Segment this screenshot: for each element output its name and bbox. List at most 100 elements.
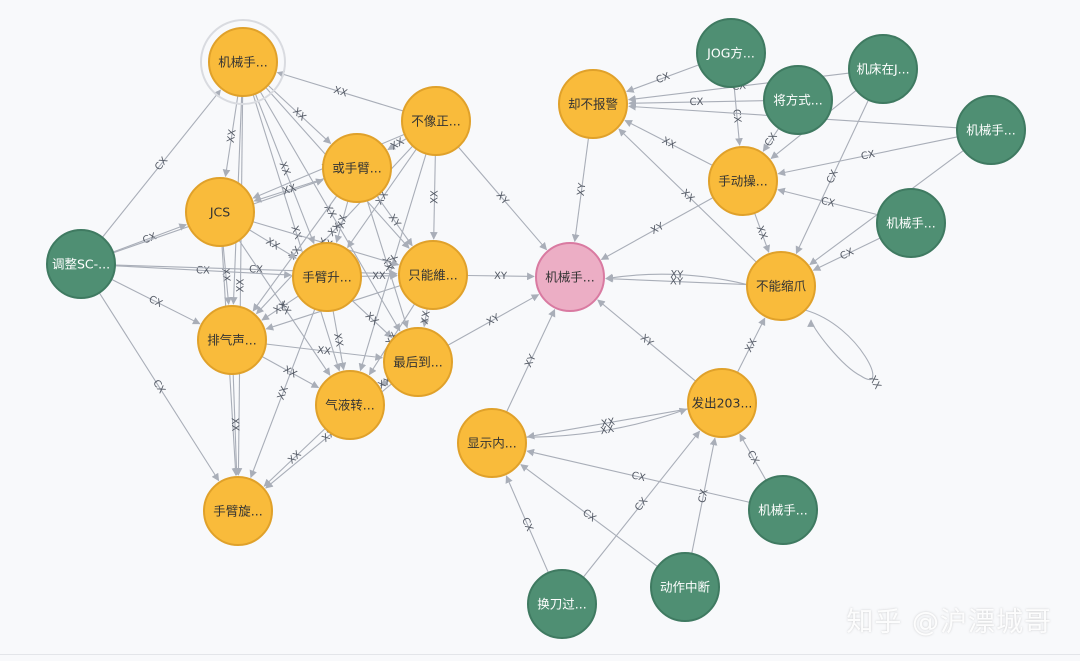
edge-bxz-hsb: XX bbox=[387, 136, 408, 153]
edge-line bbox=[347, 148, 417, 249]
node-circle[interactable] bbox=[457, 408, 527, 478]
edge-line bbox=[777, 187, 879, 216]
edge-line bbox=[334, 200, 349, 244]
edge-line bbox=[232, 373, 241, 476]
edge-jxs_b-fc203: CX bbox=[739, 433, 767, 481]
edge-label: XX bbox=[281, 364, 298, 380]
node-label: 手臂升... bbox=[302, 270, 351, 285]
edge-line bbox=[332, 310, 347, 371]
node-circle[interactable] bbox=[185, 177, 255, 247]
graph-node-qbbj[interactable]: 却不报警 bbox=[558, 69, 628, 139]
edge-label: CX bbox=[249, 264, 263, 275]
edge-label: CX bbox=[820, 196, 836, 210]
graph-node-sdc[interactable]: 手动操... bbox=[708, 146, 778, 216]
edge-label: XX bbox=[429, 190, 440, 204]
node-circle[interactable] bbox=[876, 188, 946, 258]
edge-line bbox=[795, 99, 870, 255]
node-circle[interactable] bbox=[203, 476, 273, 546]
node-circle[interactable] bbox=[746, 251, 816, 321]
node-circle[interactable] bbox=[46, 229, 116, 299]
node-circle[interactable] bbox=[315, 370, 385, 440]
node-circle[interactable] bbox=[650, 552, 720, 622]
edge-line bbox=[777, 136, 958, 177]
graph-node-zhd[interactable]: 最后到... bbox=[383, 327, 453, 397]
graph-node-jxs_c[interactable]: 机械手... bbox=[535, 242, 605, 312]
edge-line bbox=[457, 146, 548, 251]
graph-node-qyz[interactable]: 气液转... bbox=[315, 370, 385, 440]
graph-node-hsb[interactable]: 或手臂... bbox=[322, 133, 392, 203]
node-label: 发出203... bbox=[692, 396, 753, 411]
graph-node-zns[interactable]: 只能維... bbox=[398, 240, 468, 310]
graph-node-fc203[interactable]: 发出203... bbox=[687, 368, 757, 438]
node-circle[interactable] bbox=[687, 368, 757, 438]
node-label: 将方式... bbox=[773, 93, 822, 108]
edge-line bbox=[525, 407, 688, 438]
node-label: 机械手... bbox=[966, 123, 1015, 138]
node-circle[interactable] bbox=[708, 146, 778, 216]
edge-jczj-bnsz: CX bbox=[795, 99, 870, 255]
node-circle[interactable] bbox=[398, 240, 468, 310]
node-circle[interactable] bbox=[197, 305, 267, 375]
edge-label: XY bbox=[523, 352, 539, 369]
edge-line bbox=[691, 437, 718, 554]
node-circle[interactable] bbox=[292, 242, 362, 312]
node-circle[interactable] bbox=[383, 327, 453, 397]
edge-label: XX bbox=[372, 271, 386, 282]
graph-node-jxs_r1[interactable]: 机械手... bbox=[956, 95, 1026, 165]
graph-node-jcs[interactable]: JCS bbox=[185, 177, 255, 247]
edge-line bbox=[526, 408, 689, 440]
edge-line bbox=[98, 292, 220, 482]
node-circle[interactable] bbox=[558, 69, 628, 139]
edge-label: XY bbox=[576, 182, 589, 197]
node-circle[interactable] bbox=[535, 242, 605, 312]
node-circle[interactable] bbox=[401, 86, 471, 156]
node-label: 却不报警 bbox=[568, 97, 618, 112]
graph-node-bnsz[interactable]: 不能缩爪 bbox=[746, 251, 816, 321]
node-circle[interactable] bbox=[848, 34, 918, 104]
edge-line bbox=[238, 239, 331, 376]
node-label: 机械手... bbox=[758, 503, 807, 518]
graph-node-pqs[interactable]: 排气声... bbox=[197, 305, 267, 375]
edge-label: XY bbox=[670, 276, 684, 288]
edge-sbs-zns: XX bbox=[360, 271, 398, 282]
edge-line bbox=[421, 308, 430, 328]
graph-node-xsn[interactable]: 显示内... bbox=[457, 408, 527, 478]
graph-node-jfs[interactable]: 将方式... bbox=[763, 65, 833, 135]
node-circle[interactable] bbox=[763, 65, 833, 135]
node-circle[interactable] bbox=[748, 475, 818, 545]
graph-node-jczj[interactable]: 机床在J... bbox=[848, 34, 918, 104]
edge-label: XX bbox=[219, 268, 231, 283]
graph-node-sbs[interactable]: 手臂升... bbox=[292, 242, 362, 312]
edge-label: XX bbox=[754, 224, 769, 241]
edge-pqs-zhd: XX bbox=[265, 343, 384, 361]
node-label: JCS bbox=[209, 205, 230, 220]
graph-node-hdg[interactable]: 换刀过... bbox=[527, 569, 597, 639]
node-circle[interactable] bbox=[208, 27, 278, 97]
edge-line bbox=[812, 237, 881, 271]
edge-line bbox=[739, 433, 767, 481]
graph-node-bxz[interactable]: 不像正... bbox=[401, 86, 471, 156]
edge-label: CX bbox=[730, 109, 742, 124]
node-label: 只能維... bbox=[408, 268, 457, 283]
edge-label: XX bbox=[600, 417, 616, 430]
graph-node-dzzd[interactable]: 动作中断 bbox=[650, 552, 720, 622]
graph-node-jxs_b[interactable]: 机械手... bbox=[748, 475, 818, 545]
node-circle[interactable] bbox=[527, 569, 597, 639]
edge-tzsc-pqs: CX bbox=[111, 278, 201, 325]
edge-line bbox=[626, 64, 700, 93]
edge-bnsz-bnsz: XX bbox=[804, 309, 883, 391]
graph-node-tzsc[interactable]: 调整SC-... bbox=[46, 229, 116, 299]
graph-node-jxs1[interactable]: 机械手... bbox=[200, 19, 286, 105]
graph-node-jxs_r2[interactable]: 机械手... bbox=[876, 188, 946, 258]
node-circle[interactable] bbox=[696, 18, 766, 88]
graph-node-jog[interactable]: JOG方... bbox=[696, 18, 766, 88]
node-circle[interactable] bbox=[956, 95, 1026, 165]
edge-tzsc-jcs: CX bbox=[112, 223, 188, 253]
graph-node-sbx[interactable]: 手臂旋... bbox=[203, 476, 273, 546]
edges-layer: CXCXCXCXCXCXCXXXXXXXXXXXXXXXXXXXXXXXXXXX… bbox=[98, 64, 965, 578]
node-circle[interactable] bbox=[322, 133, 392, 203]
edge-label: CX bbox=[697, 488, 711, 504]
edge-label: XX bbox=[277, 160, 292, 177]
node-label: 最后到... bbox=[393, 355, 442, 370]
